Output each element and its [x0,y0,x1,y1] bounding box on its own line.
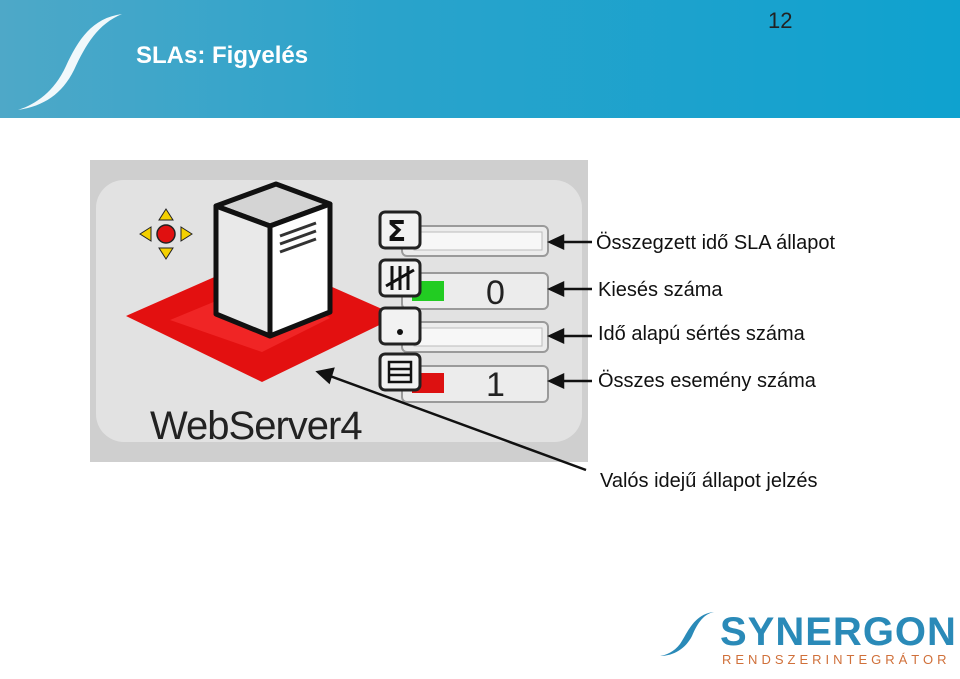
sla-rows [401,225,549,403]
annotation-time-violations: Idő alapú sértés száma [598,323,805,345]
timer-icon [378,306,422,346]
svg-text:Σ: Σ [387,215,406,248]
swoosh-logo-icon [18,14,122,110]
annotation-outages: Kiesés száma [598,279,723,301]
outage-icon [378,258,422,298]
annotation-realtime: Valós idejű állapot jelzés [600,470,818,492]
logo-name: SYNERGON [720,610,957,654]
slide-title: SLAs: Figyelés [136,42,309,69]
outage-count: 0 [486,274,505,312]
list-icon [378,352,422,392]
slide-header: SLAs: Figyelés [0,0,960,118]
server-name: WebServer4 [150,404,363,448]
server-icon [213,181,333,339]
event-count: 1 [486,366,505,404]
logo-subtitle: RENDSZERINTEGRÁTOR [722,652,951,667]
annotation-arrows [315,234,592,472]
annotation-summary: Összegzett idő SLA állapot [596,232,836,254]
move-arrows-icon [139,208,193,260]
sigma-icon: Σ [378,210,422,250]
annotation-events: Összes esemény száma [598,370,816,392]
synergon-swoosh-icon [660,612,714,656]
page-number: 12 [768,8,793,33]
